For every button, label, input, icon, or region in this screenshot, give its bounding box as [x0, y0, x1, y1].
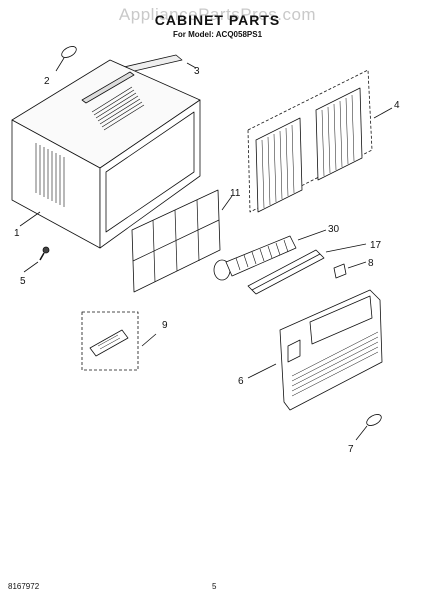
document-number: 8167972 [8, 582, 40, 591]
callout-7: 7 [348, 444, 354, 455]
callout-17: 17 [370, 240, 382, 251]
part-8-knob[interactable] [333, 261, 367, 279]
callout-11: 11 [230, 188, 241, 199]
page-title: CABINET PARTS [154, 12, 281, 28]
callout-8: 8 [368, 258, 374, 269]
callout-3: 3 [194, 66, 200, 77]
callout-6: 6 [238, 376, 244, 387]
model-subtitle: For Model: ACQ058PS1 [172, 30, 263, 39]
callout-1: 1 [14, 228, 20, 239]
part-9-remote-control[interactable] [81, 311, 157, 371]
part-2-seal[interactable] [55, 44, 78, 72]
callout-9: 9 [162, 320, 168, 331]
part-5-screw[interactable] [23, 246, 50, 273]
callout-5: 5 [20, 276, 26, 287]
callout-2: 2 [44, 76, 50, 87]
page-number: 5 [212, 582, 217, 591]
watermark: AppliancePartsPros.com [118, 5, 317, 24]
part-17-louver[interactable] [247, 243, 367, 295]
part-1-cabinet[interactable] [11, 59, 201, 249]
part-30-blower-wheel[interactable] [213, 229, 327, 281]
part-3-top-rail[interactable] [123, 54, 197, 73]
part-4-side-curtains[interactable] [247, 69, 393, 213]
callout-30: 30 [328, 224, 340, 235]
part-7-badge[interactable] [355, 412, 383, 441]
part-11-air-filter[interactable] [131, 189, 233, 293]
part-6-front-grille[interactable] [247, 289, 383, 411]
callout-4: 4 [394, 100, 400, 111]
